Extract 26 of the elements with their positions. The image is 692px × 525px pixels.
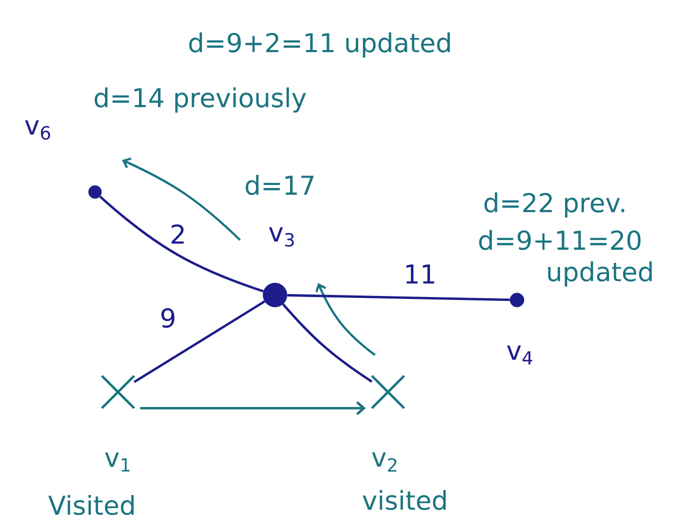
vertex-label: v$_{6}$ xyxy=(25,120,50,140)
distance-note: d=9+2=11 updated xyxy=(189,32,450,58)
edge-label: 2 xyxy=(168,223,188,245)
visited-cross xyxy=(100,374,136,410)
arrow xyxy=(140,401,366,416)
vertex-dot xyxy=(510,292,524,308)
graph-edge xyxy=(282,303,372,383)
distance-note: d=9+11=20 xyxy=(479,230,641,250)
vertex-label: v$_{4}$ xyxy=(507,346,532,364)
edge-label: 9 xyxy=(158,307,178,329)
distance-note: updated xyxy=(548,261,652,287)
graph-edge xyxy=(287,294,510,302)
distance-note: visited xyxy=(362,490,446,510)
edge-label: 11 xyxy=(402,264,438,284)
vertex-dot xyxy=(88,185,102,199)
visited-cross xyxy=(370,374,406,410)
vertex-label: v$_{3}$ xyxy=(269,227,294,247)
distance-note: v$_{2}$ xyxy=(372,452,396,472)
vertex-dot xyxy=(262,282,288,308)
graph-edge xyxy=(134,300,266,384)
distance-note: d=22 prev. xyxy=(484,192,624,218)
distance-note: d=17 xyxy=(246,174,314,196)
distance-note: d=14 previously xyxy=(94,87,306,113)
distance-note: Visited xyxy=(48,494,134,516)
distance-note: v$_{1}$ xyxy=(105,452,130,472)
graph-edge xyxy=(99,196,264,292)
